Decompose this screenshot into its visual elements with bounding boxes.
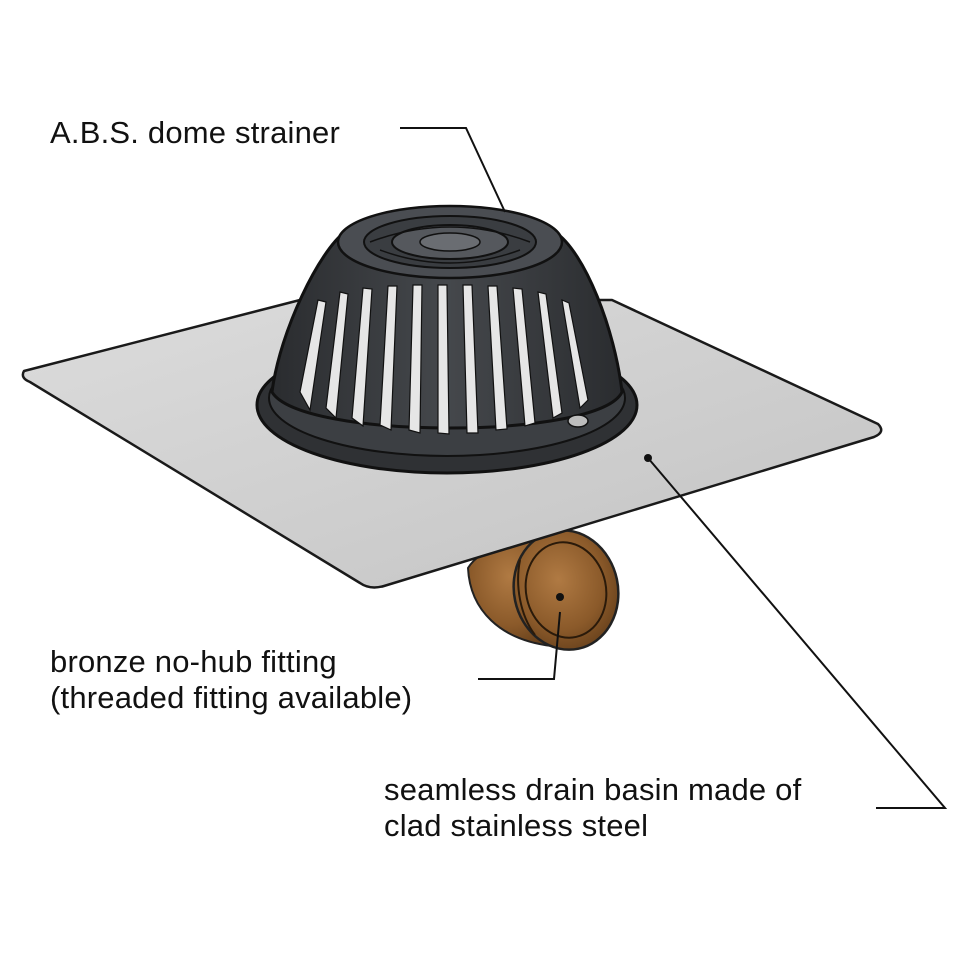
fitting-callout-line2: (threaded fitting available)	[50, 680, 413, 715]
basin-leader-line	[647, 457, 948, 809]
basin-callout-line2: clad stainless steel	[384, 808, 649, 843]
basin-callout: seamless drain basin made of clad stainl…	[384, 772, 801, 844]
strainer-callout: A.B.S. dome strainer	[50, 115, 340, 151]
fitting-callout: bronze no-hub fitting (threaded fitting …	[50, 644, 412, 716]
leader-lines	[400, 127, 948, 809]
strainer-leader-line	[400, 127, 506, 213]
fitting-leader-line	[478, 611, 561, 680]
strainer-callout-text: A.B.S. dome strainer	[50, 115, 341, 150]
strainer-slots	[299, 284, 589, 435]
basin-callout-line1: seamless drain basin made of	[384, 772, 802, 807]
dome-strainer	[255, 204, 639, 475]
basin-leader-dot	[644, 454, 652, 462]
fitting-callout-line1: bronze no-hub fitting	[50, 644, 337, 679]
